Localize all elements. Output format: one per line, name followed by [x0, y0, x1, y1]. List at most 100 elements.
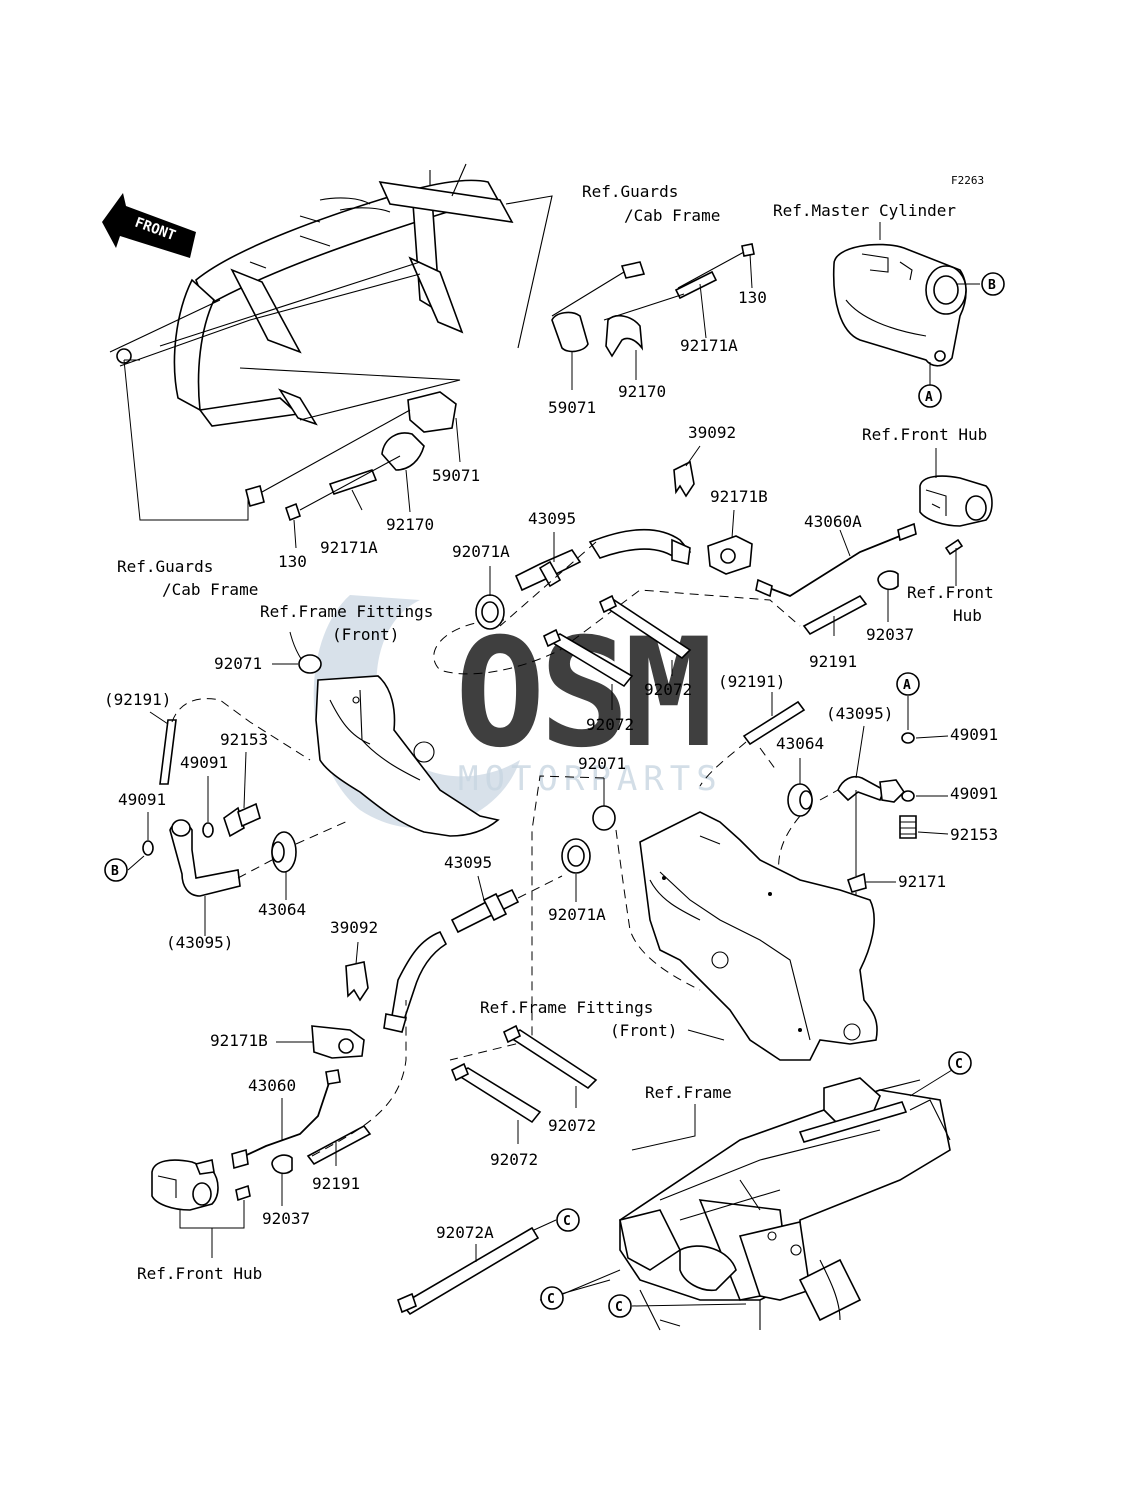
callout-c-3: C: [547, 1292, 555, 1307]
part-39092-a: 39092: [688, 423, 736, 442]
front-direction-arrow: FRONT: [102, 193, 196, 258]
washer-49091-left-1: [202, 776, 214, 838]
washer-49091-left-2: [142, 812, 154, 856]
part-92071-b: 92071: [578, 754, 626, 773]
part-92037-a: 92037: [866, 625, 914, 644]
part-92170-a: 92170: [618, 382, 666, 401]
ref-guards-left-l2: /Cab Frame: [162, 580, 258, 599]
frame-fitting-right: [639, 811, 878, 1061]
part-92072-c: 92072: [548, 1116, 596, 1135]
part-92171B-b: 92171B: [210, 1031, 268, 1050]
part-39092-b: 39092: [330, 918, 378, 937]
clip-92037-top: [877, 570, 899, 622]
part-92153-a: 92153: [220, 730, 268, 749]
bolt-92153-left: [223, 751, 261, 838]
part-92071A-a: 92071A: [452, 542, 510, 561]
part-59071-b: 59071: [432, 466, 480, 485]
part-49091-b: 49091: [118, 790, 166, 809]
frame-lower-drawing: [539, 1077, 951, 1331]
frame-fitting-left: [315, 675, 500, 837]
brake-line-43060A: [755, 522, 917, 598]
strap-92072A: [397, 1219, 557, 1316]
part-92072-b: 92072: [586, 715, 634, 734]
part-92072-d: 92072: [490, 1150, 538, 1169]
tube-92191-right: [802, 594, 868, 636]
ref-front-hub-top: Ref.Front Hub: [862, 425, 987, 444]
grommet-92071A-top: [475, 566, 505, 630]
strap-92072-bottom-2: [450, 1062, 542, 1144]
part-92191-paren-a: (92191): [104, 690, 171, 709]
washer-49091-right-2: [901, 790, 915, 802]
washer-49091-right-1: [901, 732, 915, 744]
ref-guards-top-l2: /Cab Frame: [624, 206, 720, 225]
part-43095-a: 43095: [528, 509, 576, 528]
ref-frame-fittings2-l2: (Front): [610, 1021, 677, 1040]
part-92171: 92171: [898, 872, 946, 891]
guards-cab-frame-drawing: [109, 163, 553, 427]
master-cylinder-drawing: [832, 222, 980, 386]
part-130-a: 130: [738, 288, 767, 307]
ref-frame-fittings2-l1: Ref.Frame Fittings: [480, 998, 653, 1017]
hose-43095-top: [514, 528, 692, 592]
ref-guards-left-l1: Ref.Guards: [117, 557, 213, 576]
part-59071-a: 59071: [548, 398, 596, 417]
grommet-92071-top: [272, 654, 322, 674]
strap-92072-top-1: [598, 594, 692, 676]
part-49091-a: 49091: [180, 753, 228, 772]
ref-front-hub-right-l2: Hub: [953, 606, 982, 625]
tube-92191-left: [149, 711, 177, 785]
grommet-92071A-mid: [561, 838, 591, 902]
front-hub-top-drawing: [919, 448, 993, 586]
part-92170-b: 92170: [386, 515, 434, 534]
ref-frame: Ref.Frame: [645, 1083, 732, 1102]
ref-frame-fittings-l2: (Front): [332, 625, 399, 644]
part-130-b: 130: [278, 552, 307, 571]
part-43064-a: 43064: [258, 900, 306, 919]
tube-92191-mid: [742, 692, 806, 746]
tube-92191-bottom: [306, 1124, 372, 1166]
part-92072A: 92072A: [436, 1223, 494, 1242]
ref-front-hub-bottom: Ref.Front Hub: [137, 1264, 262, 1283]
callout-a-right: A: [903, 678, 911, 693]
ref-frame-fittings-l1: Ref.Frame Fittings: [260, 602, 433, 621]
clamp-group-top: [551, 243, 755, 390]
part-43095-paren-b: (43095): [826, 704, 893, 723]
part-43064-b: 43064: [776, 734, 824, 753]
part-43060A: 43060A: [804, 512, 862, 531]
watermark-sub: MOTORPARTS: [458, 759, 723, 799]
strap-92072-top-2: [542, 628, 634, 710]
callout-c-1: C: [563, 1214, 571, 1229]
part-92171B-a: 92171B: [710, 487, 768, 506]
callout-c-4: C: [615, 1300, 623, 1315]
diagram-code: F2263: [951, 174, 984, 187]
part-49091-d: 49091: [950, 784, 998, 803]
part-43095-b: 43095: [444, 853, 492, 872]
part-92191-b: 92191: [312, 1174, 360, 1193]
ref-guards-top-l1: Ref.Guards: [582, 182, 678, 201]
part-92191-a: 92191: [809, 652, 857, 671]
strap-92072-bottom-1: [502, 1024, 598, 1108]
part-92071A-b: 92071A: [548, 905, 606, 924]
clip-92037-bottom: [271, 1154, 293, 1206]
ref-front-hub-right-l1: Ref.Front: [907, 583, 994, 602]
part-92037-b: 92037: [262, 1209, 310, 1228]
hose-43095-right: [837, 725, 906, 803]
grommet-43064-right: [787, 758, 813, 817]
grommet-43064-left: [271, 831, 297, 900]
part-92171A-b: 92171A: [320, 538, 378, 557]
part-49091-c: 49091: [950, 725, 998, 744]
part-92071-a: 92071: [214, 654, 262, 673]
front-hub-bottom-drawing: [151, 1159, 251, 1258]
clip-39092-top: [673, 445, 701, 498]
part-92191-paren-b: (92191): [718, 672, 785, 691]
part-43060: 43060: [248, 1076, 296, 1095]
clamp-group-mid: [245, 391, 461, 549]
brake-line-43060: [231, 1069, 341, 1170]
part-92072-a: 92072: [644, 680, 692, 699]
bracket-92171B-top: [707, 509, 753, 575]
part-92153-b: 92153: [950, 825, 998, 844]
callout-a-top: A: [925, 390, 933, 405]
bolt-92153-right: [899, 815, 917, 839]
ref-master-cylinder: Ref.Master Cylinder: [773, 201, 956, 220]
